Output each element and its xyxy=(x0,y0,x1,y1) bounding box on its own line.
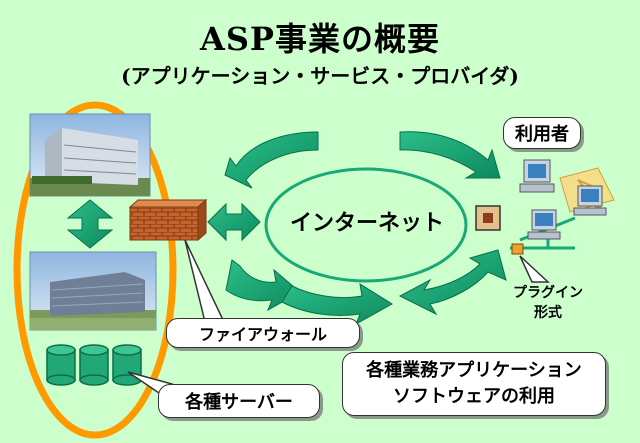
firewall-callout-tail xyxy=(184,239,226,323)
curved-arrow-bottom-right xyxy=(398,249,507,316)
building-photo-1 xyxy=(29,113,151,197)
users-label: 利用者 xyxy=(515,124,569,145)
internet-label: インターネット xyxy=(289,210,444,236)
plugin-label: プラグイン 形式 xyxy=(508,283,588,323)
plugin-callout-tail xyxy=(519,255,550,283)
business-apps-line-2: ソフトウェアの利用 xyxy=(393,386,555,407)
servers-callout: 各種サーバー xyxy=(158,384,320,418)
server-cylinder-3 xyxy=(112,344,142,386)
plugin-label-line-1: プラグイン xyxy=(513,285,583,301)
datacenter-highlight-ellipse xyxy=(13,101,177,439)
user-computer-1 xyxy=(519,159,555,193)
building-photo-2 xyxy=(29,251,157,331)
firewall-icon xyxy=(128,198,208,242)
user-computer-2 xyxy=(573,185,607,216)
client-chip-icon xyxy=(475,205,501,231)
business-apps-box: 各種業務アプリケーション ソフトウェアの利用 xyxy=(342,352,606,416)
page-title: ASP事業の概要 xyxy=(199,20,440,58)
business-apps-line-1: 各種業務アプリケーション xyxy=(366,360,582,381)
user-computer-3 xyxy=(527,209,561,240)
curved-arrow-top-left xyxy=(224,131,319,189)
curved-arrow-bottom-middle xyxy=(281,282,393,326)
curved-arrow-top-right xyxy=(399,131,501,179)
server-link-arrow xyxy=(66,199,114,249)
server-cylinder-1 xyxy=(46,344,76,386)
servers-label: 各種サーバー xyxy=(185,392,293,413)
firewall-label: ファイアウォール xyxy=(198,325,327,344)
users-label-box: 利用者 xyxy=(503,117,581,149)
server-cylinder-2 xyxy=(79,344,109,386)
firewall-link-arrow xyxy=(207,202,261,242)
page-subtitle: (アプリケーション・サービス・プロバイダ) xyxy=(121,64,519,88)
internet-ellipse xyxy=(264,167,468,283)
user-computers-icon xyxy=(510,159,615,255)
plugin-label-line-2: 形式 xyxy=(534,305,562,321)
server-cylinders xyxy=(46,344,142,386)
firewall-callout: ファイアウォール xyxy=(166,318,360,348)
plugin-module-icon xyxy=(511,243,524,255)
